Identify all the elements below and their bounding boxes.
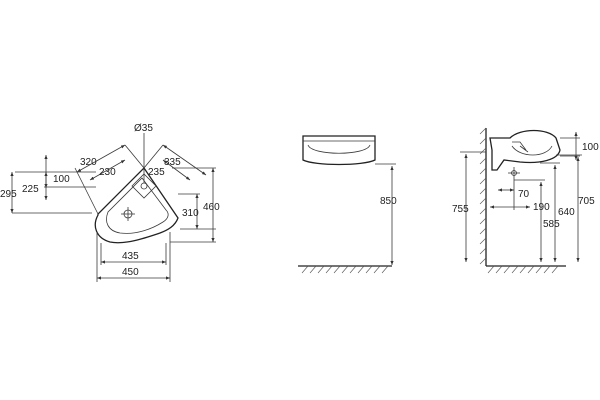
floor-hatch-side	[487, 265, 559, 274]
basin-outline-top	[94, 166, 179, 244]
dim-side-100: 100	[582, 142, 599, 153]
dim-side-640: 640	[558, 207, 575, 218]
top-view: Ø35 320 230 335 235 100 225 295 310 460	[0, 123, 220, 282]
wall-hatch	[479, 127, 487, 265]
basin-outline-side	[489, 129, 561, 171]
tap-hole-icon	[140, 182, 148, 190]
dim-225: 225	[22, 184, 39, 195]
front-view: 850	[298, 135, 397, 274]
dim-dia-35: Ø35	[134, 123, 153, 134]
dim-310: 310	[182, 208, 199, 219]
dim-850: 850	[380, 196, 397, 207]
dim-100: 100	[53, 174, 70, 185]
dim-side-190: 190	[533, 202, 550, 213]
tap-deck	[131, 173, 157, 199]
floor-hatch-front	[301, 265, 389, 274]
side-view: 100 70 190 755 640 585 705	[452, 127, 599, 274]
tap-icon	[512, 141, 529, 153]
dim-435: 435	[122, 251, 139, 262]
dim-side-70: 70	[518, 189, 530, 200]
dim-295: 295	[0, 189, 17, 200]
dim-left-320: 320	[80, 157, 97, 168]
dim-side-705: 705	[578, 196, 595, 207]
basin-bowl-top	[106, 177, 169, 234]
dim-side-755: 755	[452, 204, 469, 215]
dim-right-235: 235	[148, 167, 165, 178]
dim-right-335: 335	[164, 157, 181, 168]
dim-left-230: 230	[99, 167, 116, 178]
dim-450: 450	[122, 267, 139, 278]
basin-outline-front	[302, 135, 376, 166]
dim-side-585: 585	[543, 219, 560, 230]
dim-460: 460	[203, 202, 220, 213]
